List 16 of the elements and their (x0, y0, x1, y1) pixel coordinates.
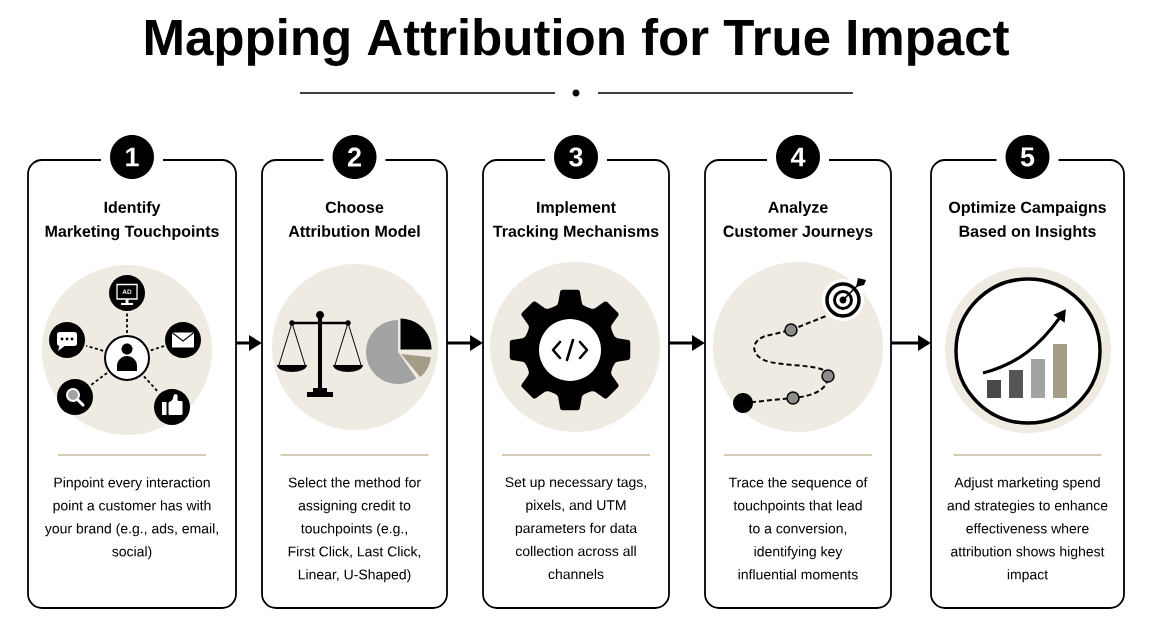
number-badge: 4 (776, 135, 820, 179)
card-heading: Choose Attribution Model (288, 201, 420, 237)
title: Mapping Attribution for True Impact (145, 18, 1009, 66)
card-body: Pinpoint every interaction point a customer has with your brand (e.g., ads, email, social) (44, 477, 218, 560)
card-heading: Optimize Campaigns Based on Insights (949, 201, 1106, 241)
number-badge: 2 (332, 135, 377, 179)
card-body: Trace the sequence of touchpoints that lead to a conversion, identifying key influential moments (728, 477, 868, 580)
card-heading: Implement Tracking Mechanisms (493, 201, 659, 241)
card-body: Select the method for assigning credit to touchpoints (e.g., First Click, Last Click, Linear, U-Shaped) (288, 477, 421, 583)
number-badge: 3 (554, 135, 598, 179)
card-heading: Identify Marketing Touchpoints (45, 201, 219, 241)
card-body: Set up necessary tags, pixels, and UTM parameters for data collection across all channels (505, 477, 646, 580)
card-body: Adjust marketing spend and strategies to enhance effectiveness where attribution shows highest impact (947, 477, 1108, 583)
number-badge: 5 (1005, 135, 1050, 179)
number-badge: 1 (110, 135, 154, 179)
card-heading: Analyze Customer Journeys (723, 201, 873, 241)
